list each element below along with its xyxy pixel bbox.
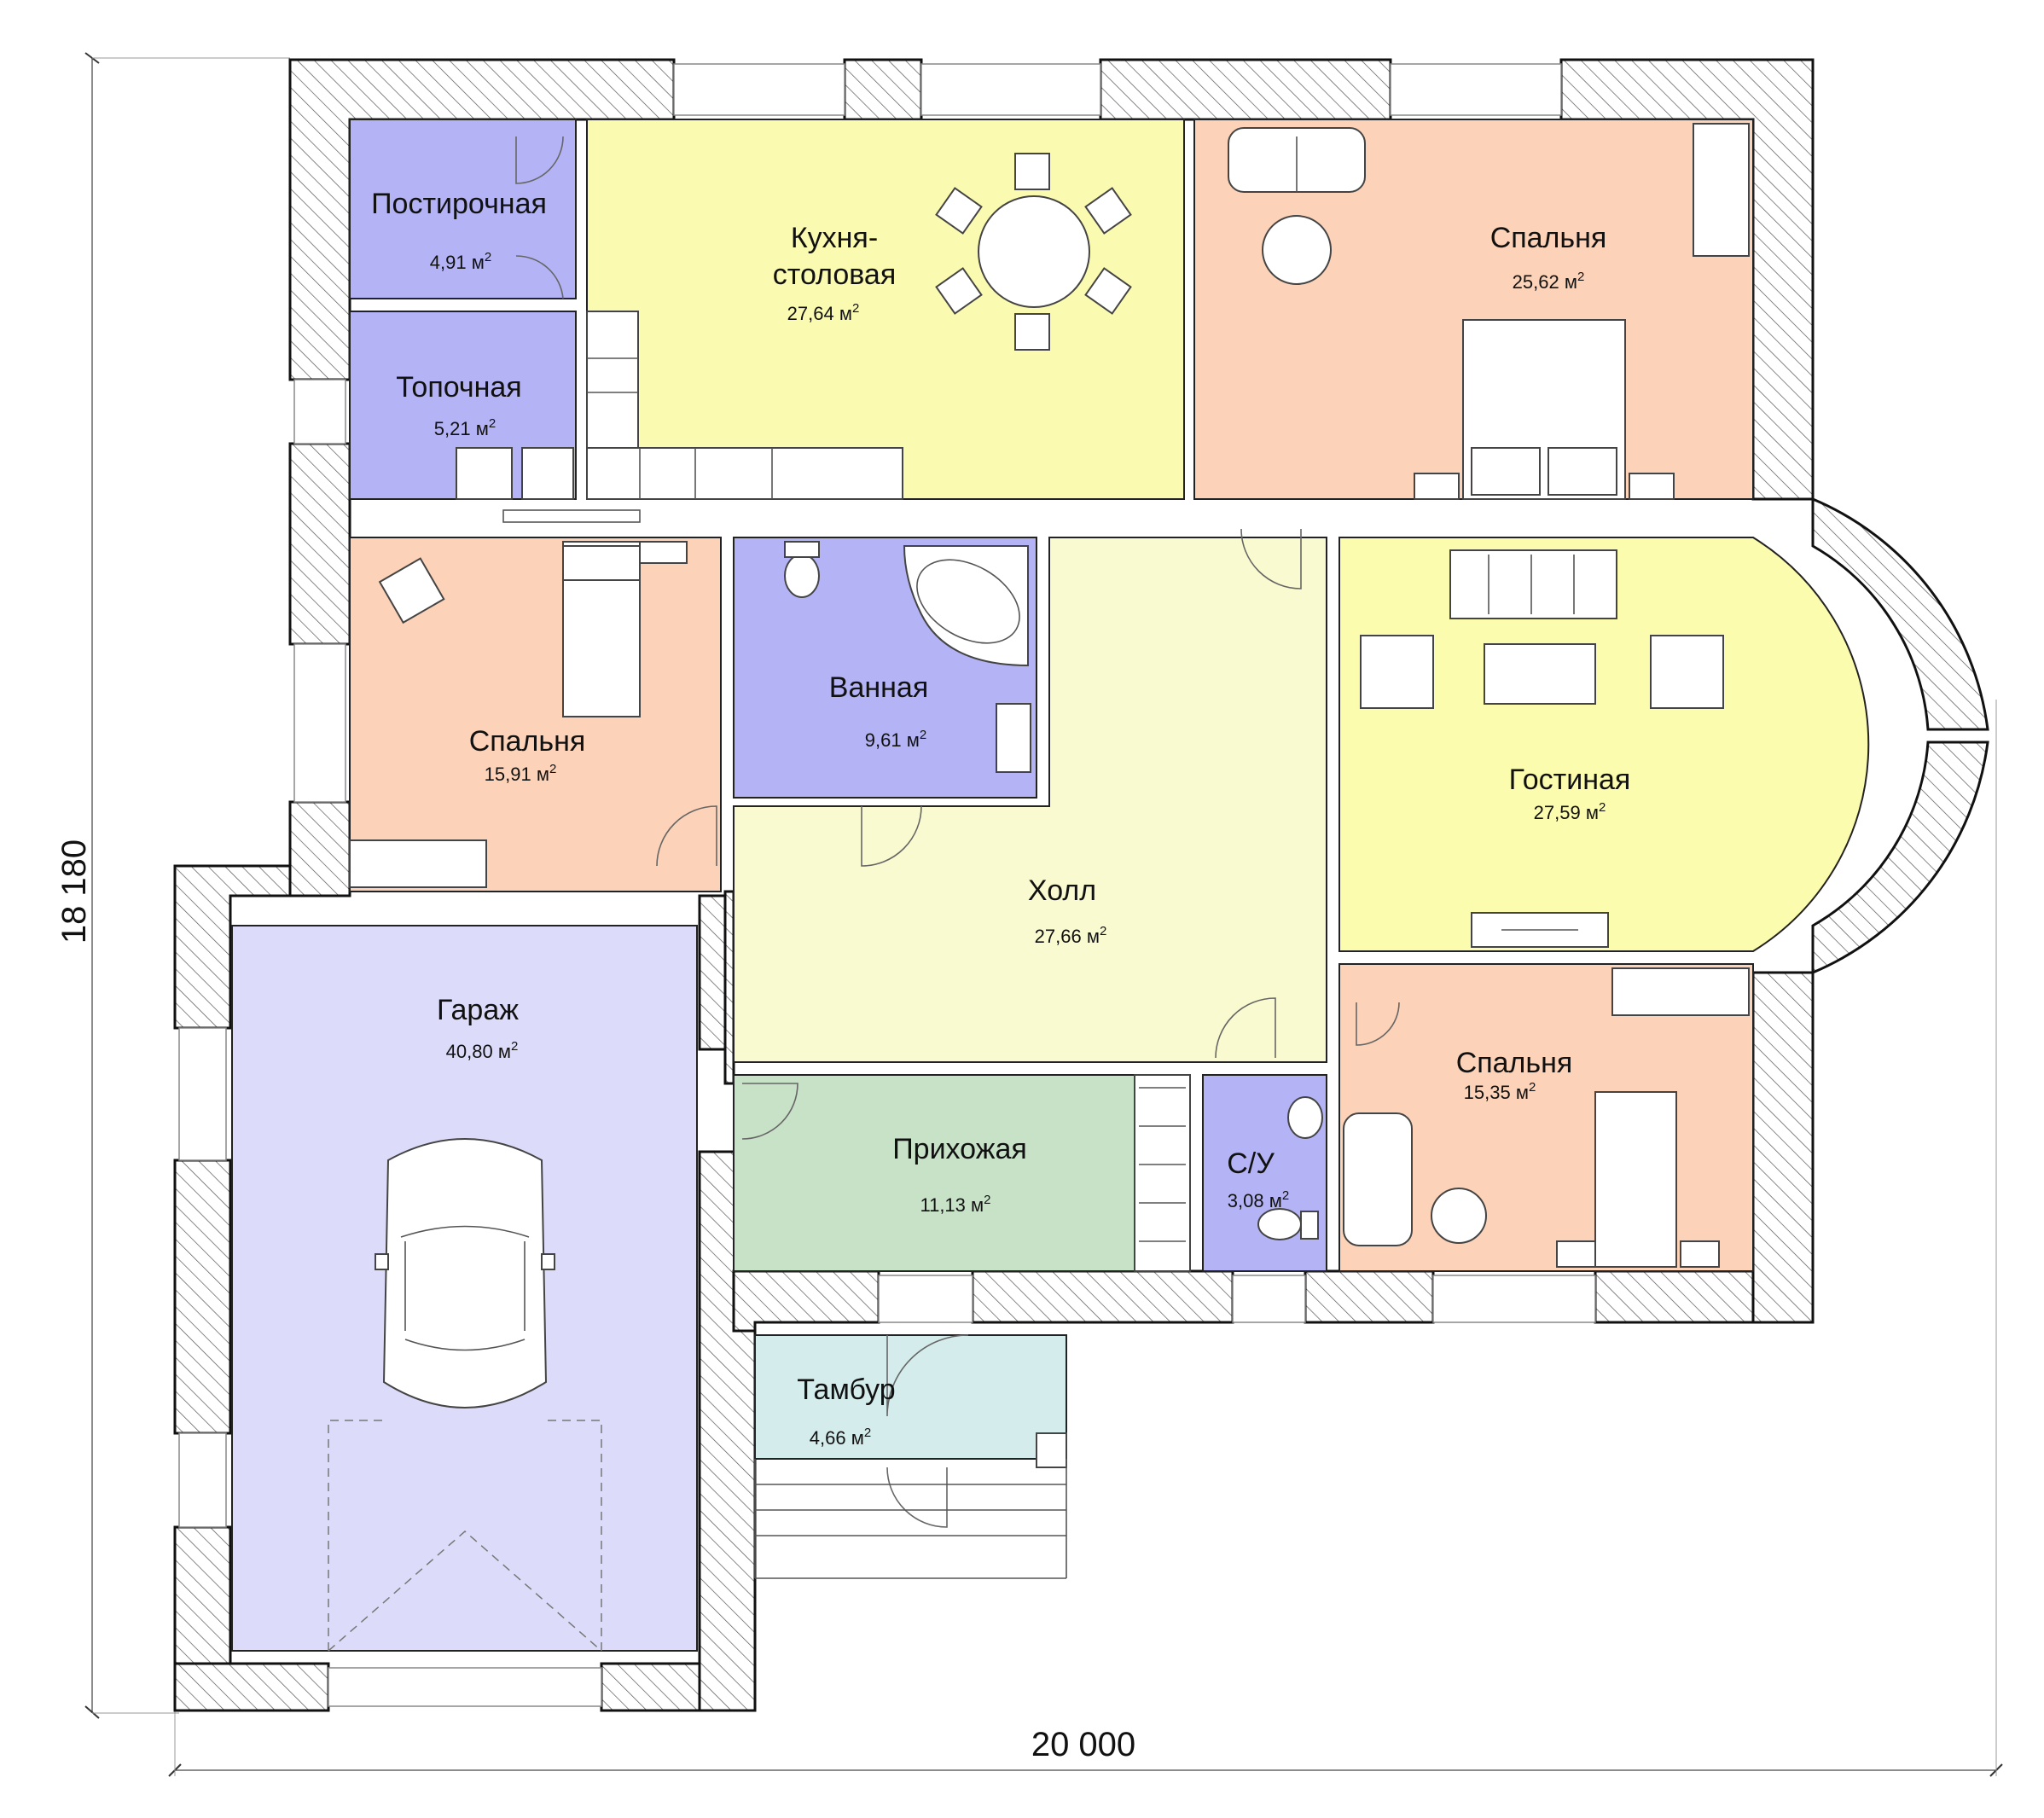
width-dimension: 20 000	[1031, 1726, 1135, 1763]
room-area: 3,08 м2	[1228, 1188, 1289, 1211]
room-area: 4,66 м2	[810, 1426, 871, 1449]
room-name: Тамбур	[797, 1374, 895, 1406]
doors	[515, 136, 1400, 1528]
room-name: Гостиная	[1509, 764, 1631, 796]
room-name: Спальня	[1456, 1047, 1573, 1079]
room-area: 4,91 м2	[430, 250, 491, 273]
room-area: 15,35 м2	[1464, 1080, 1536, 1103]
dimension-lines	[84, 52, 2003, 1777]
room-name: Постирочная	[371, 188, 547, 220]
room-name: Гараж	[437, 994, 519, 1026]
room-hall	[733, 537, 1327, 1063]
room-area: 15,91 м2	[485, 762, 557, 785]
room-kitchen	[586, 119, 1185, 500]
room-living	[1338, 537, 1870, 952]
room-name: Прихожая	[892, 1133, 1027, 1165]
room-area: 40,80 м2	[446, 1039, 519, 1062]
room-name: С/У	[1227, 1147, 1275, 1180]
room-area: 9,61 м2	[865, 728, 926, 751]
room-bedroom-2	[349, 537, 722, 892]
room-name: Спальня	[469, 725, 586, 758]
furniture	[328, 123, 1750, 1652]
room-area: 11,13 м2	[920, 1193, 990, 1216]
room-area: 27,66 м2	[1035, 924, 1107, 947]
room-name: столовая	[773, 258, 896, 291]
room-area: 25,62 м2	[1513, 270, 1585, 293]
windows	[178, 63, 1596, 1707]
dining-table	[978, 195, 1090, 308]
room-name: Топочная	[396, 371, 521, 404]
room-name: Спальня	[1490, 222, 1607, 254]
room-labels: Постирочная 4,91 м2 Кухня- столовая 27,6…	[371, 188, 1630, 1449]
room-name: Ванная	[829, 671, 928, 704]
room-vestibule	[754, 1334, 1067, 1460]
car-icon	[375, 1138, 555, 1409]
room-entrance	[733, 1074, 1135, 1272]
room-area: 27,59 м2	[1534, 800, 1606, 823]
room-name: Кухня-	[791, 222, 878, 254]
height-dimension: 18 180	[55, 839, 93, 944]
room-laundry	[349, 119, 577, 299]
room-name: Холл	[1028, 874, 1096, 907]
room-area: 5,21 м2	[434, 416, 496, 439]
room-area: 27,64 м2	[787, 301, 860, 324]
